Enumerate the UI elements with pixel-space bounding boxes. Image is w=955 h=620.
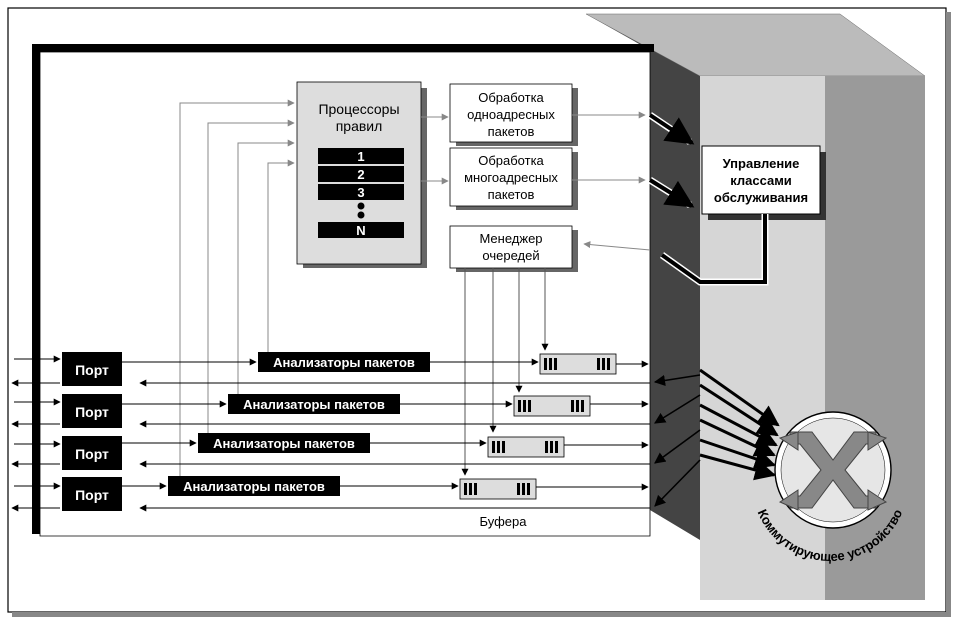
- switch-links: [699, 368, 780, 481]
- queue-to-buffer-lines: [461, 268, 549, 476]
- processors-title-line1: Процессоры: [318, 101, 399, 117]
- port-row-4: Порт Анализаторы пакетов: [11, 476, 650, 512]
- cos-links: [648, 112, 769, 286]
- analyzer-box: [168, 476, 340, 496]
- port-box: [62, 394, 122, 428]
- port-box: [62, 477, 122, 511]
- switch-out-links: [653, 374, 701, 507]
- cos-line3: обслуживания: [714, 190, 808, 205]
- feedback-lines: [179, 99, 295, 485]
- unicast-line1: Обработка: [478, 90, 544, 105]
- switch-cross-icon: [778, 431, 888, 511]
- port-label: Порт: [75, 487, 109, 503]
- port-label: Порт: [75, 404, 109, 420]
- cos-line2: классами: [730, 173, 792, 188]
- analyzer-label: Анализаторы пакетов: [273, 355, 415, 370]
- cos-block: [701, 145, 821, 215]
- unicast-line2: одноадресных: [467, 107, 555, 122]
- port-box: [62, 352, 122, 386]
- unicast-line3: пакетов: [488, 124, 535, 139]
- board-left-edge: [32, 44, 40, 534]
- rule-label: N: [356, 223, 365, 238]
- analyzer-label: Анализаторы пакетов: [213, 436, 355, 451]
- port-box: [62, 436, 122, 470]
- rule-label: 2: [357, 167, 364, 182]
- rule-bar: [318, 148, 404, 164]
- cos-line1: Управление: [723, 156, 800, 171]
- ellipsis-dot: [357, 211, 365, 219]
- queue-manager-line1: Менеджер: [479, 231, 542, 246]
- buffers-label: Буфера: [480, 514, 528, 529]
- multicast-line3: пакетов: [488, 187, 535, 202]
- wall-dark-face: [586, 14, 700, 540]
- port-row-1: Порт Анализаторы пакетов: [11, 352, 650, 387]
- rule-label: 3: [357, 185, 364, 200]
- rule-label: 1: [357, 149, 364, 164]
- port-label: Порт: [75, 362, 109, 378]
- ellipsis-dot: [357, 202, 365, 210]
- arrow-to-queue-manager: [583, 241, 651, 251]
- rule-list: 1 2 3 N: [318, 148, 404, 238]
- multicast-line1: Обработка: [478, 153, 544, 168]
- multicast-line2: многоадресных: [464, 170, 558, 185]
- analyzer-label: Анализаторы пакетов: [183, 479, 325, 494]
- rule-bar: [318, 166, 404, 182]
- rule-bar: [318, 222, 404, 238]
- analyzer-label: Анализаторы пакетов: [243, 397, 385, 412]
- rule-bar: [318, 184, 404, 200]
- analyzer-box: [198, 433, 370, 453]
- analyzer-box: [258, 352, 430, 372]
- port-label: Порт: [75, 446, 109, 462]
- queue-manager-block: [449, 225, 573, 269]
- queue-manager-line2: очередей: [482, 248, 539, 263]
- frame-shadow-bottom: [12, 612, 951, 617]
- port-row-2: Порт Анализаторы пакетов: [11, 394, 650, 428]
- unicast-block: [449, 83, 573, 143]
- frame-shadow-right: [946, 12, 951, 616]
- multicast-block: [449, 147, 573, 207]
- board-top-edge: [32, 44, 654, 52]
- processors-title-line2: правил: [336, 118, 383, 134]
- port-row-3: Порт Анализаторы пакетов: [11, 433, 650, 470]
- analyzer-box: [228, 394, 400, 414]
- switch-fabric: Коммутирующее устройство: [755, 411, 905, 564]
